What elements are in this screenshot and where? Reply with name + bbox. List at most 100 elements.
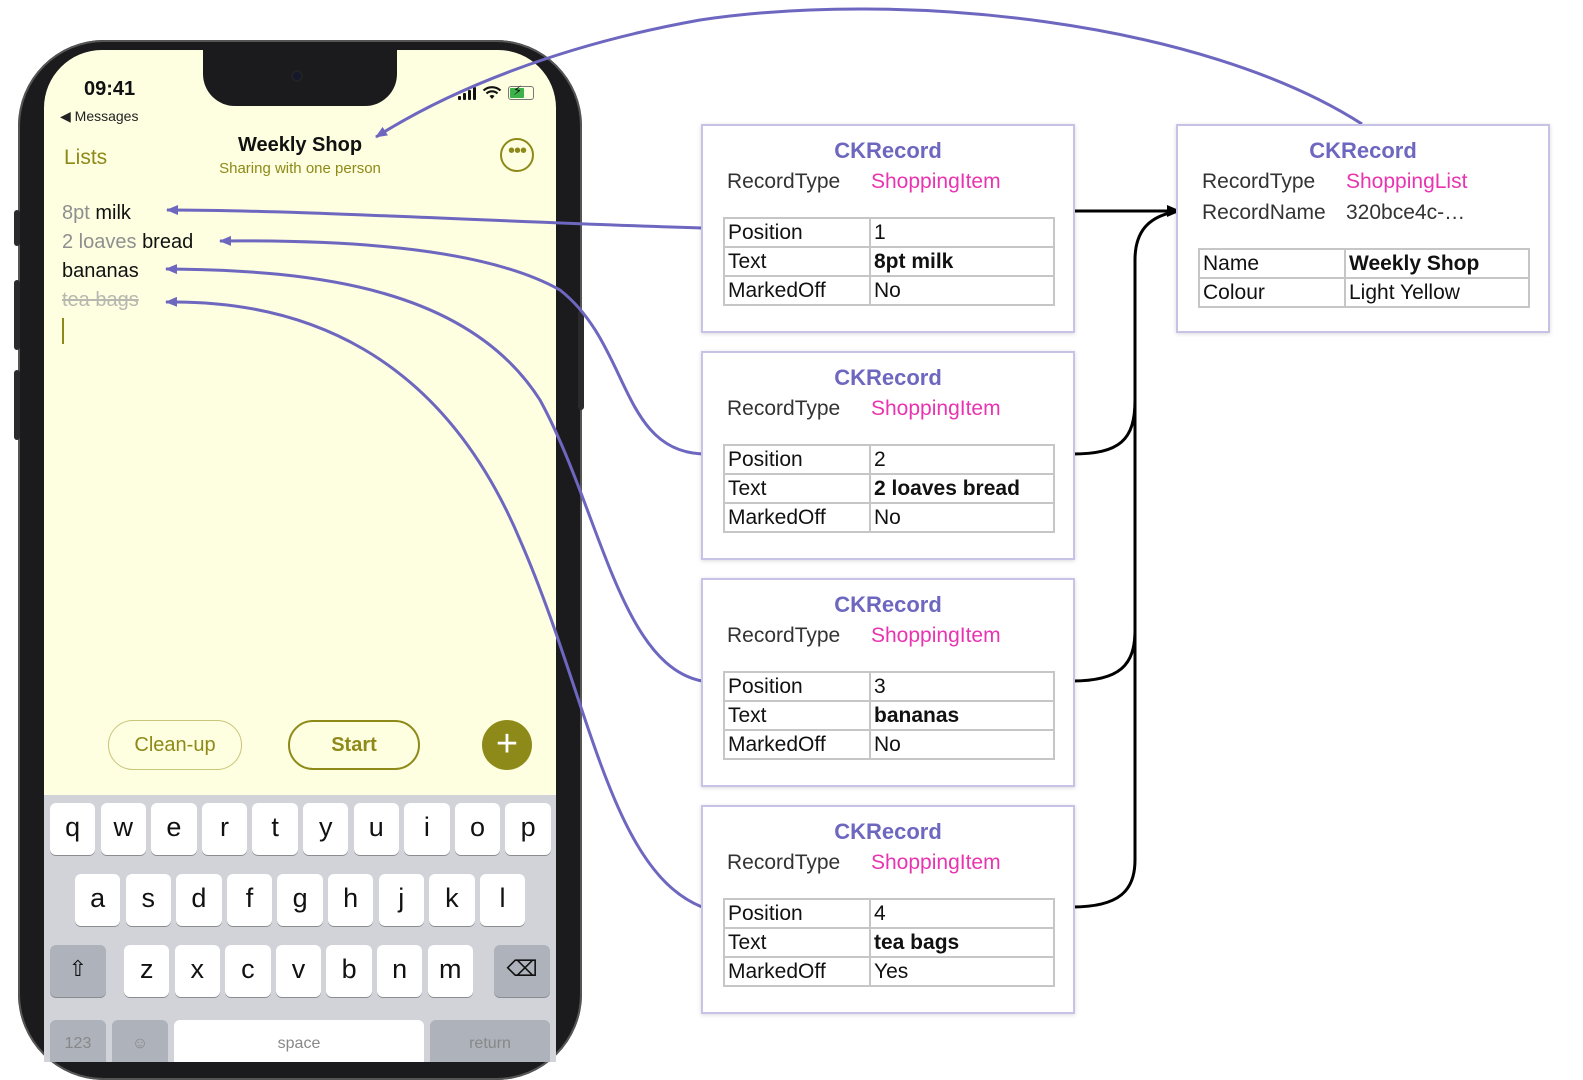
record-type-value: ShoppingItem: [871, 624, 1001, 647]
list-item[interactable]: 8pt milk: [62, 202, 131, 225]
record-type-label: RecordType: [1202, 170, 1316, 193]
field-name: MarkedOff: [723, 729, 871, 760]
arrow-record-4-to-tea-bags: [165, 296, 703, 909]
space-key[interactable]: space: [174, 1020, 424, 1062]
field-value: Light Yellow: [1344, 277, 1530, 308]
card-title: CKRecord: [834, 592, 942, 617]
key-d[interactable]: d: [176, 874, 222, 926]
key-t[interactable]: t: [252, 803, 298, 855]
arrow-list-record-to-title: [375, 7, 1363, 139]
key-u[interactable]: u: [353, 803, 399, 855]
item-name: tea bags: [62, 289, 139, 311]
add-item-button[interactable]: +: [482, 720, 532, 770]
field-name: Position: [723, 217, 871, 248]
key-j[interactable]: j: [378, 874, 424, 926]
key-p[interactable]: p: [505, 803, 551, 855]
signal-icon: [458, 87, 476, 100]
key-g[interactable]: g: [277, 874, 323, 926]
field-name: Colour: [1198, 277, 1346, 308]
key-n[interactable]: n: [377, 945, 423, 997]
field-value: tea bags: [869, 927, 1055, 958]
key-a[interactable]: a: [75, 874, 121, 926]
record-name-label: RecordName: [1202, 201, 1326, 224]
start-button[interactable]: Start: [288, 720, 420, 770]
key-o[interactable]: o: [454, 803, 501, 855]
card-title: CKRecord: [834, 819, 942, 844]
key-f[interactable]: f: [226, 874, 273, 926]
status-time: 09:41: [84, 78, 136, 100]
cleanup-button[interactable]: Clean-up: [108, 720, 242, 770]
list-item[interactable]: bananas: [62, 260, 139, 283]
numbers-key[interactable]: 123: [50, 1020, 106, 1062]
list-item-marked-off[interactable]: tea bags: [62, 289, 139, 312]
delete-key[interactable]: ⌫: [494, 945, 550, 997]
record-name-value: 320bce4c-…: [1346, 201, 1466, 224]
item-name: bread: [142, 231, 194, 253]
return-key[interactable]: return: [430, 1020, 550, 1062]
wifi-icon: [482, 86, 502, 99]
field-name: MarkedOff: [723, 502, 871, 533]
item-name: milk: [95, 202, 131, 224]
field-value: 8pt milk: [869, 246, 1055, 277]
ckrecord-item-card: CKRecord RecordType ShoppingItem Positio…: [701, 124, 1075, 333]
shift-key[interactable]: ⇧: [50, 945, 106, 997]
emoji-key[interactable]: ☺: [112, 1020, 168, 1062]
field-name: Text: [723, 473, 871, 504]
lists-back-button[interactable]: Lists: [64, 146, 108, 169]
volume-down-button: [14, 370, 20, 440]
item-quantity: 2 loaves: [62, 231, 137, 253]
field-value: Yes: [869, 956, 1055, 987]
record-type-value: ShoppingItem: [871, 170, 1001, 193]
card-title: CKRecord: [834, 138, 942, 163]
key-k[interactable]: k: [429, 874, 475, 926]
sharing-status: Sharing with one person: [219, 160, 381, 177]
key-c[interactable]: c: [225, 945, 271, 997]
key-y[interactable]: y: [303, 803, 349, 855]
key-i[interactable]: i: [404, 803, 450, 855]
record-type-label: RecordType: [727, 851, 841, 874]
key-m[interactable]: m: [427, 945, 473, 997]
field-value: bananas: [869, 700, 1055, 731]
key-r[interactable]: r: [201, 803, 248, 855]
key-h[interactable]: h: [328, 874, 374, 926]
field-value: 1: [869, 217, 1055, 248]
card-title: CKRecord: [834, 365, 942, 390]
key-l[interactable]: l: [479, 874, 526, 926]
record-type-value: ShoppingItem: [871, 397, 1001, 420]
card-title: CKRecord: [1309, 138, 1417, 163]
key-s[interactable]: s: [125, 874, 171, 926]
ckrecord-item-card: CKRecord RecordType ShoppingItem Positio…: [701, 805, 1075, 1014]
ellipsis-circle-icon[interactable]: •••: [500, 138, 534, 172]
key-v[interactable]: v: [275, 945, 322, 997]
key-z[interactable]: z: [124, 945, 170, 997]
field-name: Text: [723, 246, 871, 277]
camera-icon: [291, 70, 303, 82]
key-q[interactable]: q: [50, 803, 96, 855]
key-e[interactable]: e: [151, 803, 197, 855]
field-name: Position: [723, 898, 871, 929]
field-name: MarkedOff: [723, 956, 871, 987]
field-value: No: [869, 275, 1055, 306]
key-b[interactable]: b: [326, 945, 372, 997]
key-x[interactable]: x: [174, 945, 220, 997]
record-type-value: ShoppingItem: [871, 851, 1001, 874]
field-name: Text: [723, 700, 871, 731]
key-w[interactable]: w: [100, 803, 146, 855]
reference-line-record-3: [1071, 260, 1137, 683]
field-name: MarkedOff: [723, 275, 871, 306]
notch: [203, 42, 397, 106]
reference-line-record-2: [1071, 209, 1181, 456]
back-to-messages[interactable]: ◀ Messages: [60, 108, 139, 124]
ckrecord-item-card: CKRecord RecordType ShoppingItem Positio…: [701, 578, 1075, 787]
list-item[interactable]: 2 loaves bread: [62, 231, 193, 254]
